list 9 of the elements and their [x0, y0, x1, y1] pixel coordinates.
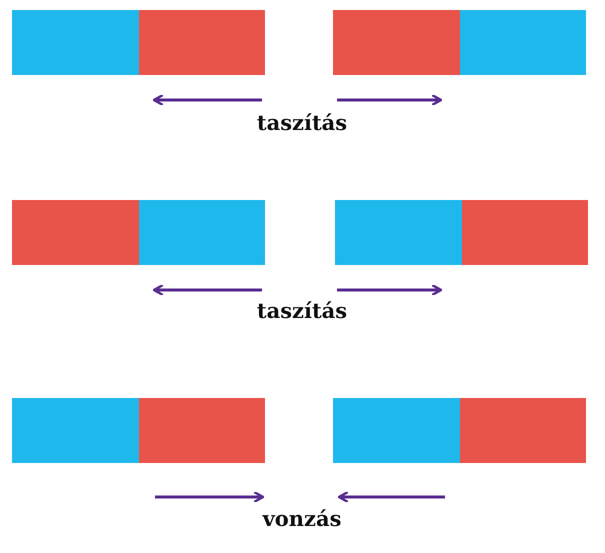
force-label: taszítás — [256, 298, 348, 323]
bar-magnet — [12, 398, 265, 463]
bar-magnet — [333, 10, 586, 75]
force-label: taszítás — [256, 110, 348, 135]
bar-magnet — [333, 398, 586, 463]
bar-magnet — [335, 200, 588, 265]
bar-magnet — [12, 200, 265, 265]
bar-magnet — [12, 10, 265, 75]
force-label: vonzás — [262, 506, 342, 531]
